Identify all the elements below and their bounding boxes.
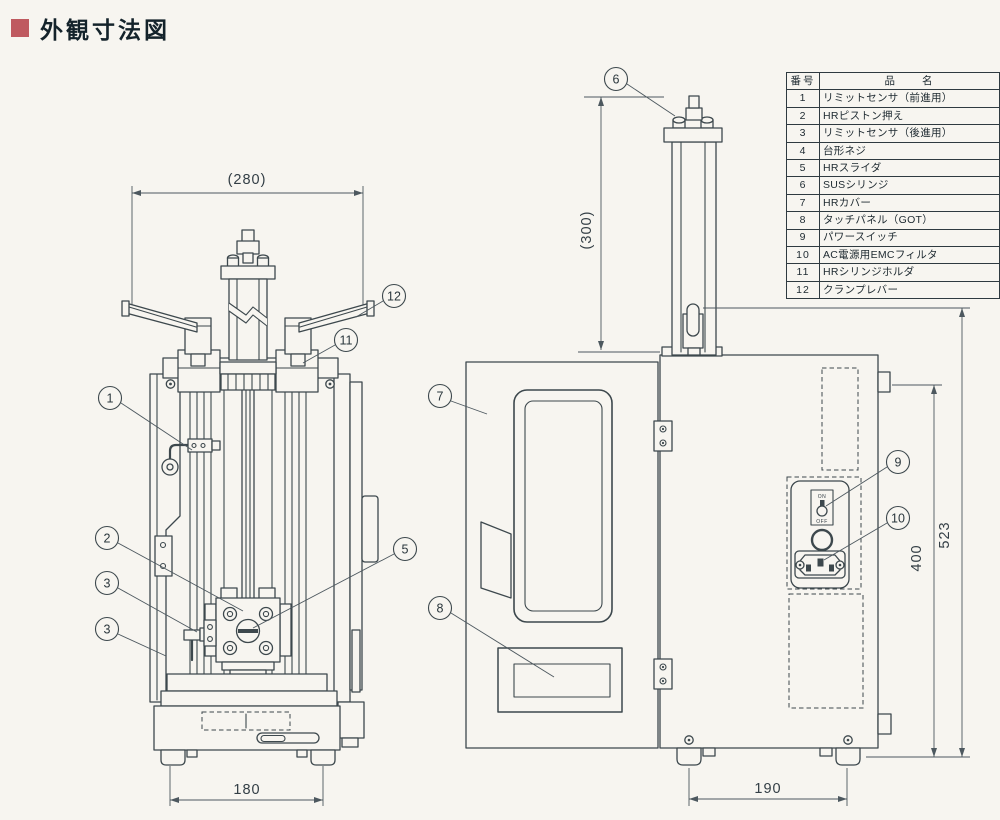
svg-text:5: 5: [402, 543, 409, 557]
dim-cylinder-height: [578, 96, 664, 353]
ac-inlet: [794, 550, 846, 579]
table-row: 12 クランプレバー: [786, 280, 1000, 300]
svg-text:7: 7: [437, 390, 444, 404]
callout-3-lower: 3: [94, 616, 167, 657]
callout-3-upper: 3: [94, 570, 198, 633]
parts-table-header: 番号 品 名: [786, 71, 1000, 91]
svg-text:6: 6: [613, 73, 620, 87]
table-row: 11 HRシリンジホルダ: [786, 263, 1000, 282]
title-bullet-icon: [11, 19, 29, 37]
callout-9: 9: [825, 449, 911, 507]
table-row: 2 HRピストン押え: [786, 106, 1000, 126]
dim-label-panel-height: 400: [909, 544, 925, 571]
callout-7: 7: [427, 383, 488, 415]
page-title-text: 外観寸法図: [40, 17, 170, 43]
switch-on-label: ON: [818, 494, 827, 500]
side-lug-bottom: [877, 713, 892, 735]
table-row: 3 リミットセンサ（後進用）: [786, 124, 1000, 143]
sensor-bracket-plate: [154, 535, 173, 577]
callout-6: 6: [603, 66, 676, 117]
callout-1: 1: [97, 385, 193, 451]
svg-text:9: 9: [895, 456, 902, 470]
table-row: 6 SUSシリンジ: [786, 176, 1000, 195]
header-name: 品 名: [819, 71, 1000, 91]
front-view: (280): [121, 172, 379, 806]
svg-text:3: 3: [104, 577, 111, 591]
panel-hole: [810, 528, 834, 552]
callout-11: 11: [302, 327, 359, 364]
dashed-cutout-top: [821, 367, 859, 471]
table-row: 10 AC電源用EMCフィルタ: [786, 245, 1000, 265]
power-switch-toggle: [816, 505, 828, 517]
svg-text:12: 12: [387, 290, 401, 304]
dim-total-height: [703, 307, 970, 758]
dim-label-side-base: 190: [754, 781, 781, 797]
callout-2: 2: [94, 525, 244, 612]
table-row: 9 パワースイッチ: [786, 228, 1000, 247]
table-row: 5 HRスライダ: [786, 158, 1000, 178]
door-hinges: [653, 420, 673, 690]
page-title: 外観寸法図: [11, 11, 170, 45]
side-view: ON OFF: [465, 95, 970, 806]
syringe-holder-assembly: [162, 317, 339, 393]
dashed-cutout-bottom: [788, 593, 864, 709]
dim-panel-height: [892, 384, 942, 757]
front-base: [153, 673, 341, 766]
dim-label-cylinder-height: (300): [579, 211, 595, 250]
callout-12: 12: [355, 283, 407, 318]
callout-5: 5: [252, 536, 418, 629]
sus-syringe-cylinder: [663, 95, 723, 356]
dim-label-total-height: 523: [937, 521, 953, 548]
callout-8: 8: [427, 595, 555, 678]
svg-text:10: 10: [891, 512, 905, 526]
table-row: 4 台形ネジ: [786, 141, 1000, 160]
callout-10: 10: [823, 505, 911, 561]
svg-text:11: 11: [340, 334, 353, 348]
callouts: 1 2 3 3 5: [94, 66, 911, 678]
side-feet: [676, 735, 861, 766]
svg-text:1: 1: [107, 392, 114, 406]
table-row: 1 リミットセンサ（前進用）: [786, 89, 1000, 108]
limit-sensor-front: [161, 438, 221, 476]
header-no: 番号: [786, 71, 820, 91]
dim-label-front-base: 180: [233, 782, 260, 798]
table-row: 8 タッチパネル（GOT）: [786, 211, 1000, 230]
dim-label-front-width: (280): [228, 172, 267, 188]
power-panel: ON OFF: [790, 480, 850, 589]
front-frame: [149, 373, 379, 748]
svg-text:2: 2: [104, 532, 111, 546]
svg-text:3: 3: [104, 623, 111, 637]
hr-cover-door: [465, 361, 659, 749]
parts-table: 番号 品 名 1 リミットセンサ（前進用） 2 HRピストン押え 3 リミットセ…: [786, 71, 1000, 300]
svg-text:8: 8: [437, 602, 444, 616]
dashed-cutout-mid: [786, 476, 862, 590]
side-lug-top: [877, 371, 891, 393]
switch-off-label: OFF: [816, 519, 828, 525]
dim-front-width: [131, 186, 364, 305]
dim-front-base: [169, 766, 324, 806]
table-row: 7 HRカバー: [786, 193, 1000, 213]
dim-side-base: [688, 768, 848, 806]
front-cylinder: [220, 229, 276, 361]
